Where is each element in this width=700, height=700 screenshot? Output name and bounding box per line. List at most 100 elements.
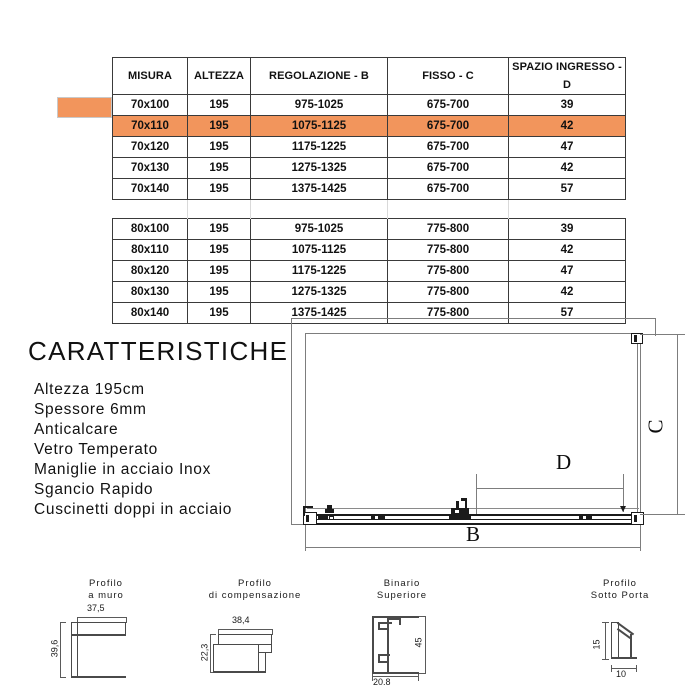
dim-c-extension-bottom: [640, 514, 685, 515]
binario-superiore-label-line2: Superiore: [376, 590, 428, 601]
profile-a-muro-label-line1: Profilo: [89, 578, 123, 589]
dim-b-line: [305, 547, 641, 548]
binario-superiore-hook-upper-c: [378, 628, 388, 630]
table-cell: 675-700: [387, 115, 509, 137]
profile-a-muro-width-tick-l: [77, 617, 78, 623]
binario-superiore-width-tick-l: [372, 673, 373, 681]
profile-a-muro-height-tick-t: [60, 622, 66, 623]
profile-sotto-porta: Profilo Sotto Porta 15 10: [560, 578, 690, 690]
table-group-separator: [112, 199, 626, 219]
table-cell: 1075-1125: [250, 239, 388, 261]
track-line-upper: [307, 508, 639, 509]
binario-superiore-height-dimline: [425, 616, 426, 674]
bracket-right-detail: [582, 515, 587, 520]
table-cell: 775-800: [387, 218, 509, 240]
sotto-porta-height-tick-b: [602, 659, 609, 660]
binario-superiore-hook-upper-a: [378, 622, 392, 624]
table-cell: 70x110: [112, 115, 188, 137]
dim-d-label: D: [556, 450, 572, 474]
table-cell: 195: [187, 115, 251, 137]
sotto-porta-height-dimline: [605, 622, 606, 660]
feature-item: Altezza 195cm: [34, 381, 145, 398]
dim-b-extension-left: [305, 525, 306, 551]
profile-di-compensazione: Profilo di compensazione 38,4 22,3: [180, 578, 330, 690]
profile-a-muro-foot: [71, 676, 126, 678]
table-cell: 80x110: [112, 239, 188, 261]
table-cell: 675-700: [387, 94, 509, 116]
binario-superiore-width-tick-r: [418, 673, 419, 681]
outer-frame-left-line: [291, 318, 292, 525]
table-cell: 80x100: [112, 218, 188, 240]
table-separator-cell: [387, 199, 509, 219]
handle-assembly-post-2: [465, 498, 467, 510]
table-header-cell: REGOLAZIONE - B: [250, 57, 388, 95]
dim-d-arrow: [620, 506, 626, 512]
left-post: [303, 506, 305, 516]
bracket-mid-left-detail: [374, 515, 379, 520]
profile-a-muro-width-dimline: [77, 617, 126, 618]
table-header-cell: ALTEZZA: [187, 57, 251, 95]
features-title: CARATTERISTICHE: [28, 336, 289, 366]
table-cell: 70x100: [112, 94, 188, 116]
table-cell: 80x140: [112, 302, 188, 324]
table-cell: 675-700: [387, 178, 509, 200]
table-header-cell: MISURA: [112, 57, 188, 95]
table-header-cell: FISSO - C: [387, 57, 509, 95]
table-cell: 195: [187, 157, 251, 179]
profile-compensazione-label-line2: di compensazione: [208, 590, 302, 601]
binario-superiore-hook-upper-b: [378, 622, 380, 630]
profile-a-muro-channel-base: [71, 634, 126, 636]
feature-item: Anticalcare: [34, 421, 119, 438]
table-cell: 1275-1325: [250, 281, 388, 303]
dim-b-label: B: [466, 522, 481, 546]
handle-assembly-base: [449, 514, 471, 519]
binario-superiore-hook-lower-c: [378, 661, 388, 663]
dim-d-extension-right: [623, 474, 624, 512]
binario-superiore-width-dimline: [372, 676, 419, 677]
table-cell: 1175-1225: [250, 136, 388, 158]
table-header-cell: SPAZIO INGRESSO - D: [508, 57, 626, 95]
table-cell: 195: [187, 94, 251, 116]
handle-assembly-body: [451, 508, 469, 514]
corner-bracket-bottom-left-fill: [306, 515, 309, 522]
table-cell: 195: [187, 178, 251, 200]
roller-left-a: [325, 509, 334, 513]
profile-binario-superiore: Binario Superiore 20.8 45: [350, 578, 510, 693]
selected-row-marker: [57, 97, 112, 118]
table-cell: 70x140: [112, 178, 188, 200]
binario-superiore-height-tick-b: [419, 673, 426, 674]
handle-assembly-post: [456, 501, 459, 509]
profile-a-muro-height-tick-b: [60, 677, 66, 678]
sotto-porta-dim-width: 10: [616, 669, 627, 679]
feature-item: Spessore 6mm: [34, 401, 147, 418]
profile-compensazione-width-dimline: [218, 629, 272, 630]
profile-compensazione-label-line1: Profilo: [238, 578, 272, 589]
profile-compensazione-width-tick-r: [272, 629, 273, 635]
profile-compensazione-height-tick-t: [210, 634, 216, 635]
table-cell: 775-800: [387, 239, 509, 261]
table-cell: 1075-1125: [250, 115, 388, 137]
track-line-lower: [305, 519, 641, 520]
table-cell: 195: [187, 239, 251, 261]
table-cell: 195: [187, 281, 251, 303]
binario-superiore-hook-lower-a: [378, 654, 390, 656]
enclosure-left-line: [305, 333, 306, 515]
binario-superiore-dim-height: 45: [413, 637, 424, 648]
feature-item: Vetro Temperato: [34, 441, 158, 458]
profile-a-muro-dim-width: 37,5: [87, 603, 105, 613]
profile-compensazione-dim-height: 22,3: [199, 643, 210, 662]
dim-d-line: [476, 488, 623, 489]
outer-frame-right-stub: [655, 318, 656, 336]
binario-superiore-dim-width: 20.8: [373, 677, 391, 687]
